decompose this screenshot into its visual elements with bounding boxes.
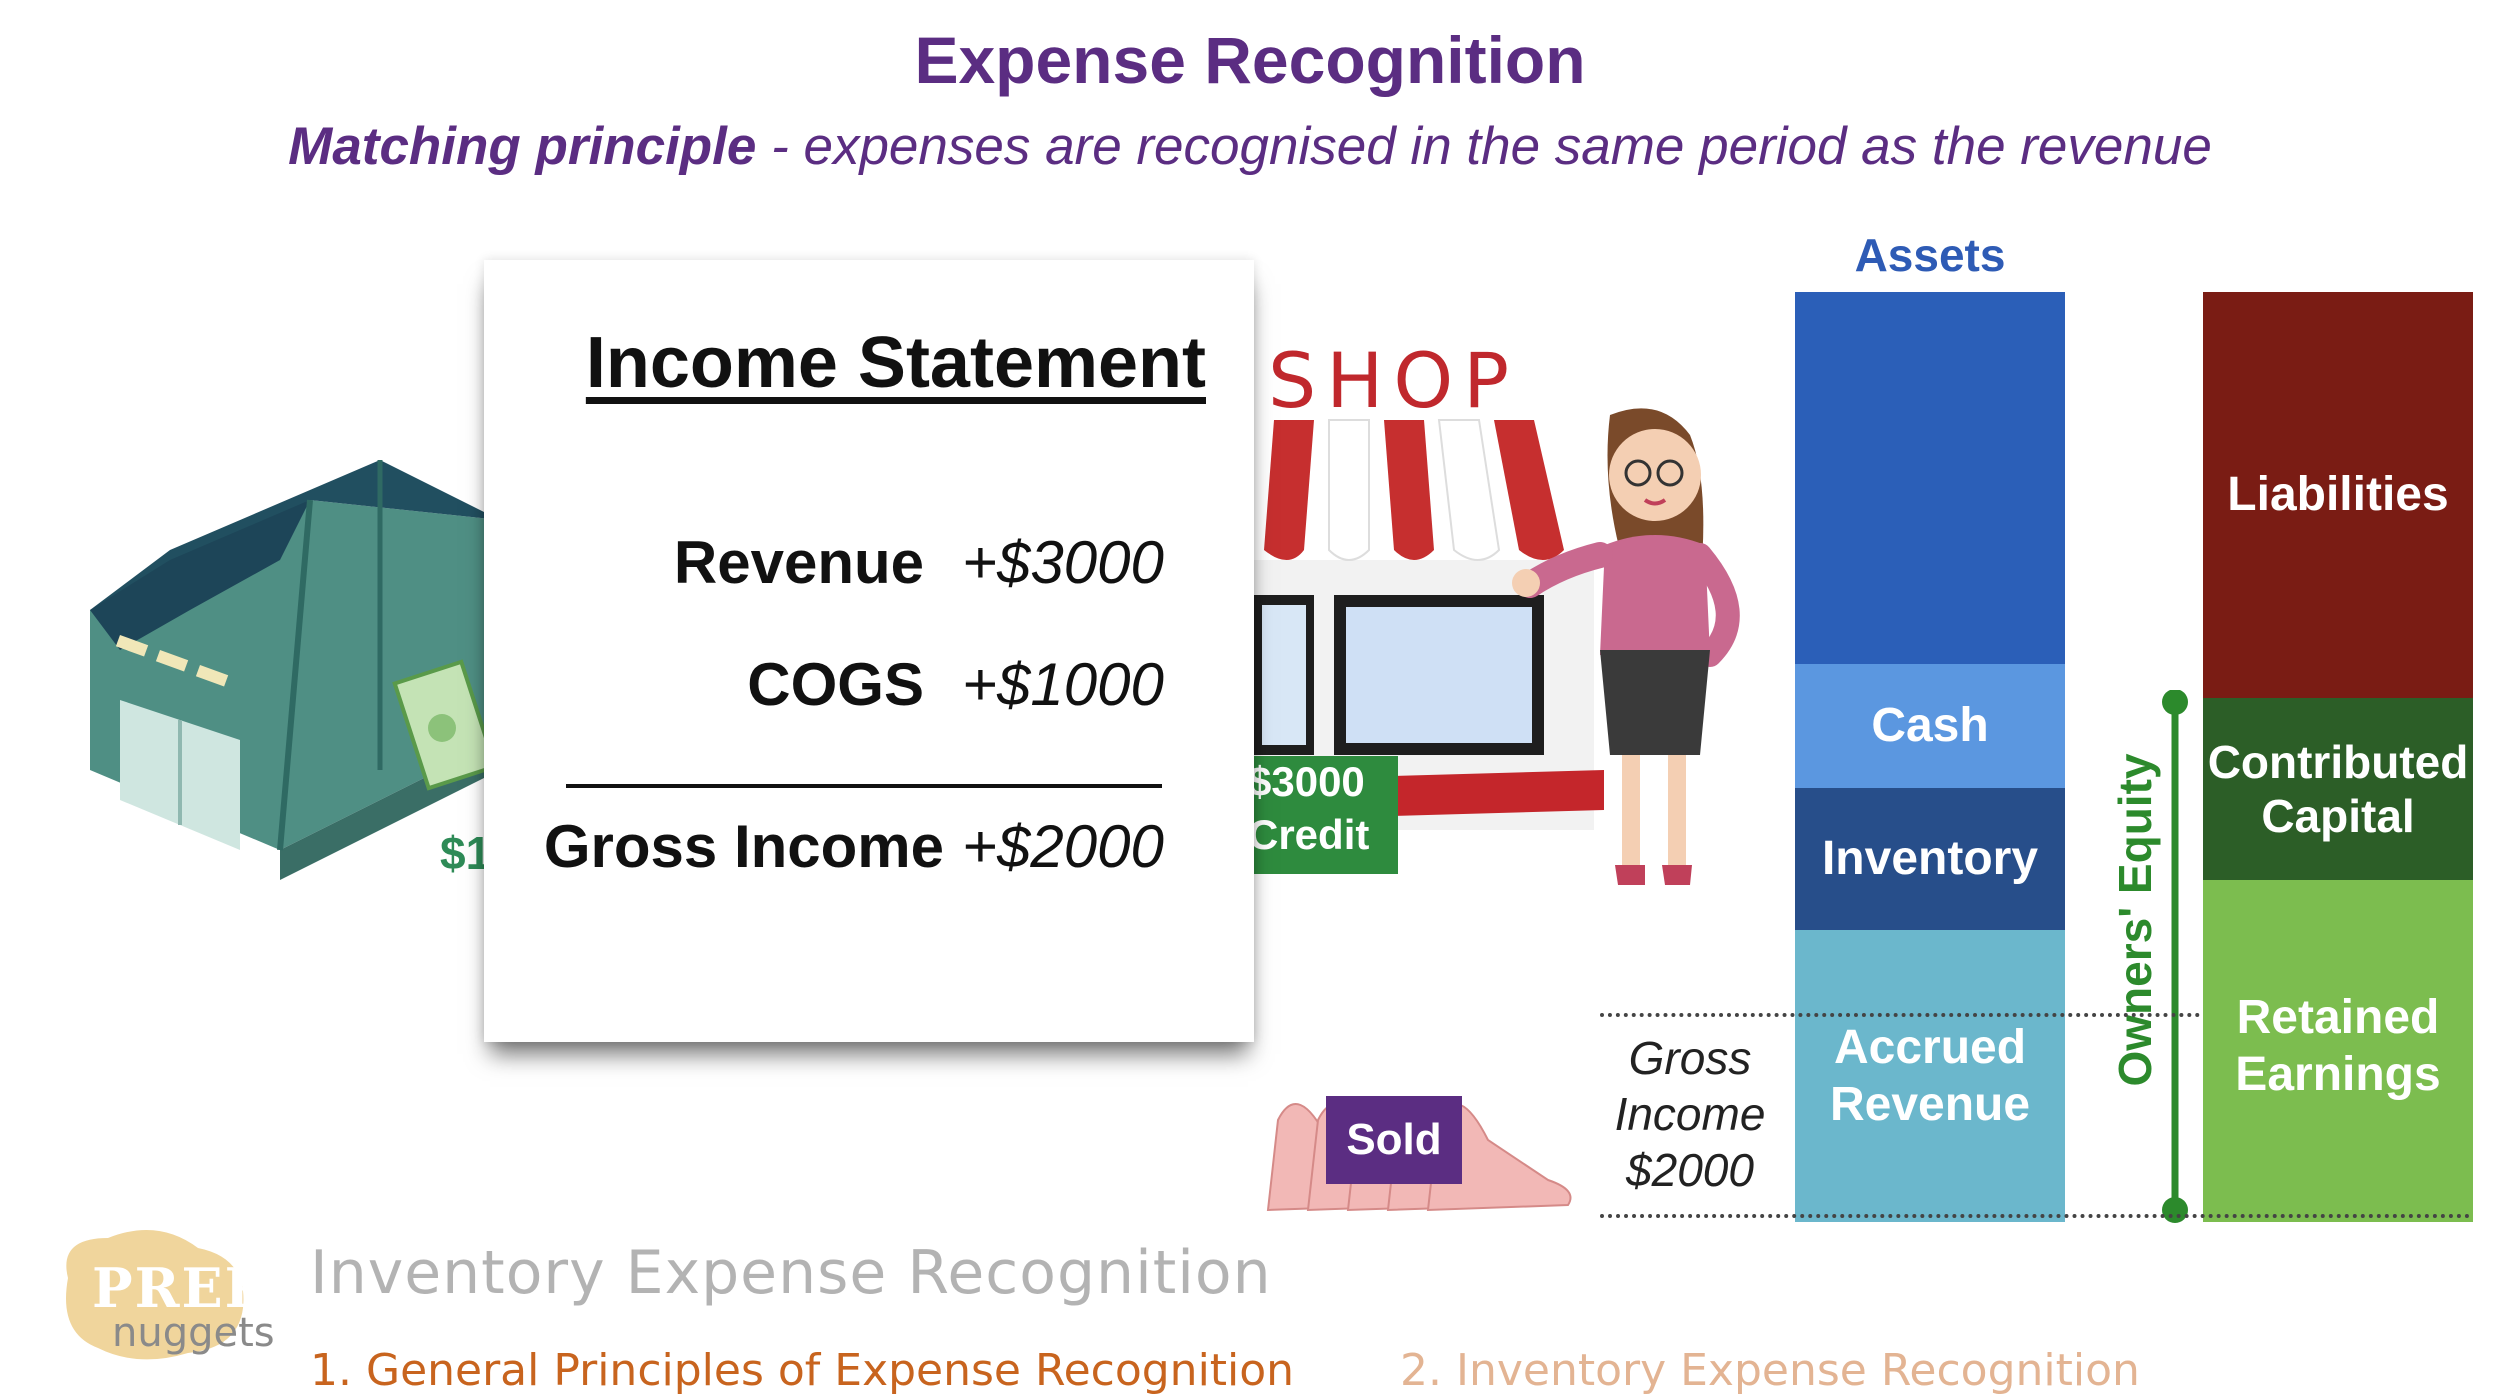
cogs-label: COGS bbox=[747, 651, 924, 718]
logo-main-text: PREP bbox=[92, 1256, 268, 1320]
footer-nav-item-1[interactable]: 1. General Principles of Expense Recogni… bbox=[310, 1345, 1295, 1396]
revenue-value: +$3000 bbox=[962, 529, 1164, 596]
logo-sub-text: nuggets bbox=[112, 1310, 275, 1356]
accrued-revenue-block: Accrued Revenue bbox=[1795, 930, 2065, 1222]
liabilities-block: Liabilities bbox=[2203, 292, 2473, 698]
income-statement-card: Income Statement Revenue +$3000 COGS +$1… bbox=[484, 260, 1254, 1042]
shop-sign: SHOP bbox=[1268, 336, 1520, 425]
gross-income-top-line bbox=[1600, 1013, 2200, 1017]
inventory-block: Inventory bbox=[1795, 788, 2065, 930]
shopkeeper-icon bbox=[1512, 408, 1740, 885]
cogs-value: +$1000 bbox=[962, 651, 1164, 718]
assets-label: Assets bbox=[1854, 229, 2006, 281]
income-statement-title: Income Statement bbox=[585, 323, 1206, 403]
credit-tag-amount: $3000 bbox=[1248, 758, 1365, 805]
cash-block: Cash bbox=[1795, 664, 2065, 788]
page-title: Expense Recognition bbox=[914, 23, 1586, 97]
warehouse-price-tag: $1 bbox=[440, 827, 492, 879]
prep-nuggets-logo bbox=[66, 1230, 244, 1360]
gross-income-note-line3: $2000 bbox=[1626, 1144, 1754, 1197]
revenue-label: Revenue bbox=[673, 529, 924, 596]
gross-income-note-line1: Gross bbox=[1628, 1032, 1752, 1084]
credit-tag: $3000 Credit bbox=[1244, 756, 1398, 874]
gross-income-label: Gross Income bbox=[543, 813, 944, 880]
subtitle-rest: - expenses are recognised in the same pe… bbox=[756, 117, 2212, 176]
footer-title: Inventory Expense Recognition bbox=[310, 1238, 1272, 1308]
gross-income-value: +$2000 bbox=[962, 813, 1164, 880]
total-rule bbox=[566, 784, 1162, 788]
subtitle-bold: Matching principle bbox=[288, 117, 757, 176]
retained-earnings-block: Retained Earnings bbox=[2203, 880, 2473, 1222]
assets-block bbox=[1795, 292, 2065, 664]
credit-tag-label: Credit bbox=[1248, 810, 1370, 858]
warehouse-icon bbox=[90, 460, 500, 880]
page-subtitle: Matching principle - expenses are recogn… bbox=[0, 116, 2500, 177]
owners-equity-label: Owners' Equity bbox=[2109, 753, 2161, 1087]
footer-nav-item-2[interactable]: 2. Inventory Expense Recognition bbox=[1400, 1345, 2140, 1396]
contributed-capital-block: Contributed Capital bbox=[2203, 698, 2473, 880]
gross-income-note: Gross Income $2000 bbox=[1600, 1030, 1780, 1198]
sold-badge: Sold bbox=[1326, 1096, 1462, 1184]
gross-income-bottom-line bbox=[1600, 1214, 2470, 1218]
gross-income-note-line2: Income bbox=[1614, 1088, 1766, 1141]
